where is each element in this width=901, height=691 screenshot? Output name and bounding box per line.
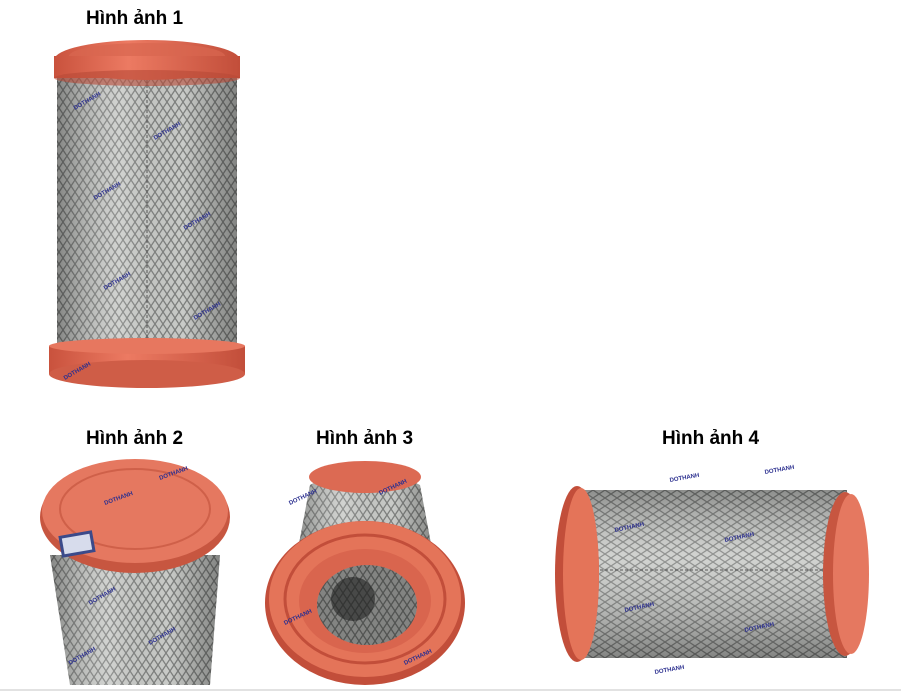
svg-text:DOTHANH: DOTHANH (669, 473, 700, 484)
caption-image-3: Hình ảnh 3 (316, 428, 414, 449)
caption-image-1: Hình ảnh 1 (86, 8, 184, 29)
bottom-divider (0, 689, 901, 691)
svg-text:DOTHANH: DOTHANH (654, 665, 685, 676)
air-filter-image-1: DOTHANH DOTHANH DOTHANH DOTHANH DOTHANH … (49, 40, 245, 388)
svg-text:DOTHANH: DOTHANH (764, 465, 795, 476)
caption-image-4: Hình ảnh 4 (662, 428, 760, 449)
air-filter-image-2: DOTHANH DOTHANH DOTHANH DOTHANH DOTHANH (40, 459, 230, 685)
air-filter-image-4: DOTHANH DOTHANH DOTHANH DOTHANH DOTHANH … (555, 465, 869, 676)
air-filter-image-3: DOTHANH DOTHANH DOTHANH DOTHANH (265, 461, 465, 685)
caption-image-2: Hình ảnh 2 (86, 428, 184, 449)
